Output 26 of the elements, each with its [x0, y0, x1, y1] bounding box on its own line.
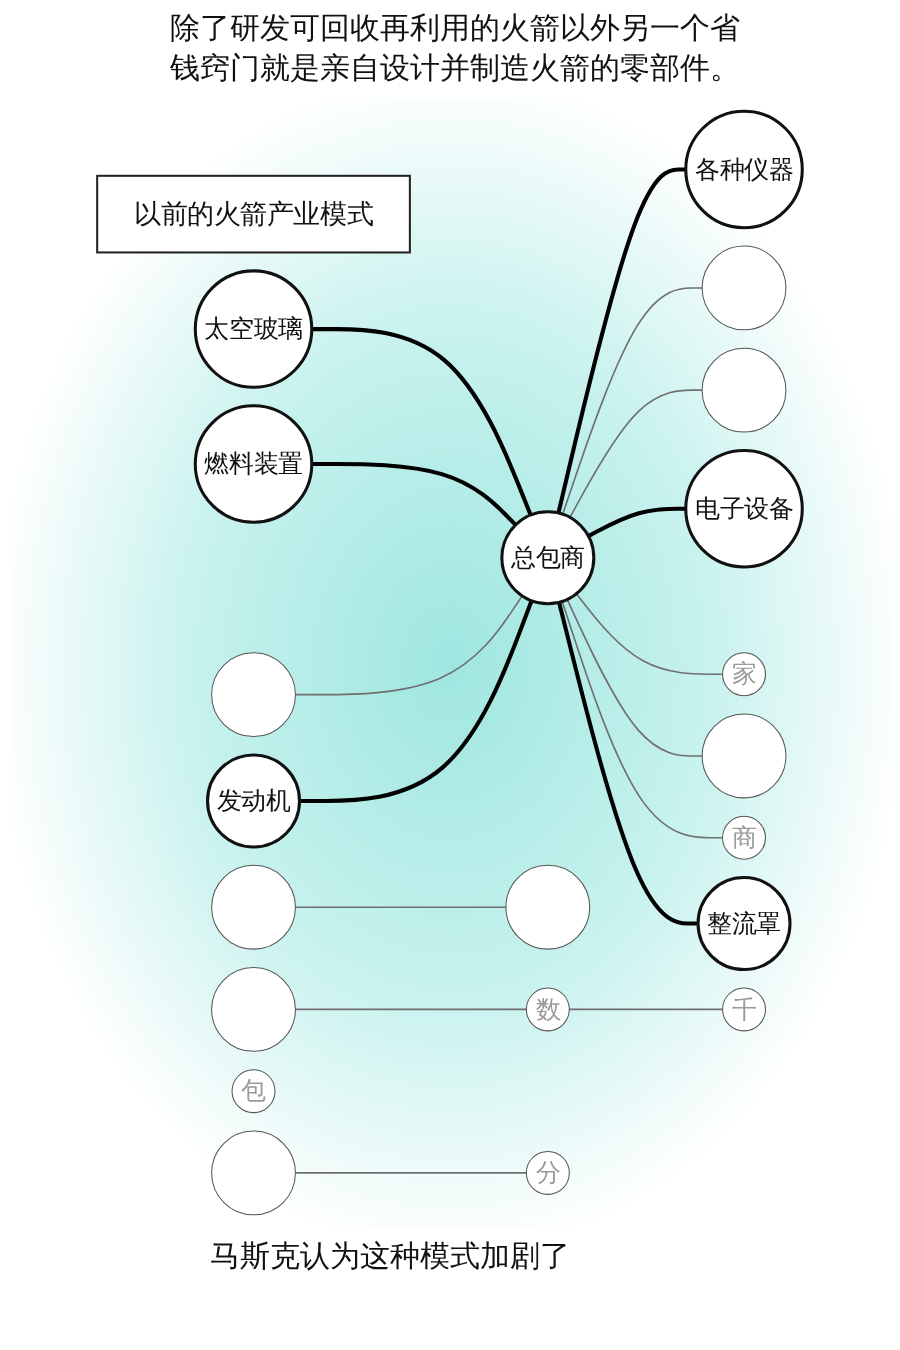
node-circle [211, 967, 297, 1052]
node-circle [211, 1130, 297, 1216]
node-circle: 各种仪器 [684, 109, 805, 230]
node-circle [701, 713, 787, 799]
node-circle: 商 [722, 815, 767, 860]
connector [312, 327, 533, 516]
node-box: 以前的火箭产业模式 [96, 174, 412, 254]
node-circle: 包 [231, 1069, 276, 1114]
node-circle [211, 864, 297, 950]
node-circle: 分 [526, 1150, 571, 1195]
connector [312, 461, 518, 527]
node-circle [701, 245, 787, 331]
node-circle [505, 864, 591, 950]
node-circle: 发动机 [206, 753, 302, 849]
node-circle: 燃料装置 [194, 404, 314, 524]
node-circle: 整流罩 [696, 876, 792, 972]
narration-text: 除了研发可回收再利用的火箭以外另一个省钱窍门就是亲自设计并制造火箭的零部件。 [170, 9, 741, 87]
node-circle [701, 347, 787, 433]
node-circle: 家 [722, 652, 767, 697]
node-circle: 电子设备 [684, 448, 805, 569]
node-circle: 数 [526, 987, 571, 1032]
narration-text: 马斯克认为这种模式加剧了 [210, 1237, 571, 1275]
node-circle: 总包商 [500, 510, 596, 606]
node-circle: 太空玻璃 [194, 269, 314, 389]
node-circle [211, 652, 297, 738]
node-circle: 千 [722, 987, 767, 1032]
